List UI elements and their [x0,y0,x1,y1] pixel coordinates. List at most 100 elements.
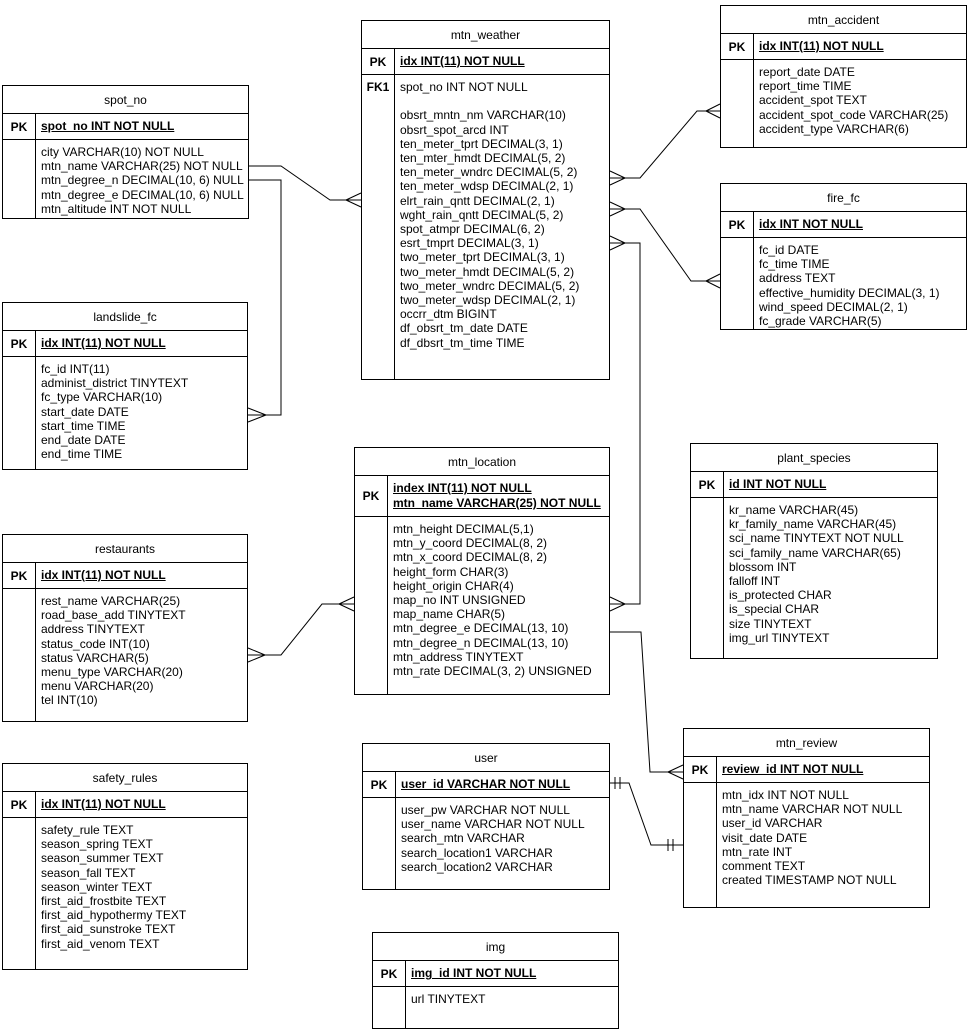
field-row: mtn_degree_e DECIMAL(10, 6) NULL [41,187,244,202]
field-row: occrr_dtm BIGINT [400,307,497,322]
entity-mtn_review[interactable]: mtn_review PK review_id INT NOT NULL mtn… [683,728,930,908]
pk-label: PK [3,792,36,818]
field-row: report_time TIME [759,79,852,94]
pk-label: PK [3,563,36,589]
field-row: address TINYTEXT [41,622,145,637]
field-row: ten_mter_hmdt DECIMAL(5, 2) [400,151,566,165]
field-row: wind_speed DECIMAL(2, 1) [759,299,908,314]
edge-spot_no-mtn_weather[interactable] [249,165,362,208]
fk-label [684,783,717,907]
field-row: spot_no INT NOT NULL [400,80,528,94]
field-row: first_aid_hypothermy TEXT [41,908,187,923]
field-row: report_date DATE [759,65,855,79]
entity-landslide_fc[interactable]: landslide_fc PK idx INT(11) NOT NULL fc_… [2,302,248,470]
field-row: road_base_add TINYTEXT [41,608,186,623]
pk-field: index INT(11) NOT NULL [393,481,532,495]
field-row: season_summer TEXT [41,851,164,866]
pk-field: idx INT(11) NOT NULL [400,54,525,68]
field-row: fc_time TIME [759,257,830,272]
field-row: address TEXT [759,271,836,286]
fk-label [355,517,388,694]
field-row: accident_type VARCHAR(6) [759,121,909,136]
field-row: ten_meter_wndrc DECIMAL(5, 2) [400,165,578,180]
edge-mtn_weather-fire_fc[interactable] [609,201,721,289]
fk-label: FK1 [362,75,395,379]
field-row: menu_type VARCHAR(20) [41,665,183,680]
field-row: height_origin CHAR(4) [393,578,514,593]
entity-user[interactable]: user PK user_id VARCHAR NOT NULL user_pw… [362,743,610,890]
field-row: two_meter_hmdt DECIMAL(5, 2) [400,264,575,279]
field-row: city VARCHAR(10) NOT NULL [41,145,204,159]
field-row: start_time TIME [41,418,126,433]
field-row: season_winter TEXT [41,879,153,894]
pk-label: PK [691,472,724,498]
entity-title: mtn_accident [721,6,966,34]
field-row: mtn_height DECIMAL(5,1) [393,522,534,536]
field-row: size TINYTEXT [729,616,812,631]
field-row: administ_district TINYTEXT [41,376,189,391]
entity-mtn_accident[interactable]: mtn_accident PK idx INT(11) NOT NULL rep… [720,5,967,148]
pk-label: PK [363,772,396,798]
field-row: falloff INT [729,574,781,589]
pk-label: PK [362,49,395,75]
field-row: df_dbsrt_tm_time TIME [400,335,525,350]
entity-title: mtn_location [355,448,609,476]
field-row: visit_date DATE [722,830,808,845]
edge-mtn_weather-mtn_location[interactable] [609,235,641,612]
field-row: kr_family_name VARCHAR(45) [729,517,897,532]
field-row: end_time TIME [41,447,123,462]
field-row: sci_family_name VARCHAR(65) [729,545,901,560]
edge-spot_no-landslide_fc[interactable] [247,179,282,423]
field-row: mtn_altitude INT NOT NULL [41,201,192,216]
entity-safety_rules[interactable]: safety_rules PK idx INT(11) NOT NULL saf… [2,763,248,970]
edge-user-mtn_review[interactable] [610,777,683,851]
fk-label [373,987,406,1028]
field-row [400,94,607,108]
entity-restaurants[interactable]: restaurants PK idx INT(11) NOT NULL rest… [2,534,248,722]
pk-field: review_id INT NOT NULL [722,762,864,776]
field-row: mtn_name VARCHAR(25) NOT NULL [41,159,243,174]
pk-field: idx INT(11) NOT NULL [41,797,166,811]
field-row: two_meter_wndrc DECIMAL(5, 2) [400,278,580,293]
entity-title: safety_rules [3,764,247,792]
field-row: tel INT(10) [41,693,98,708]
field-row: comment TEXT [722,859,806,874]
pk-label: PK [684,757,717,783]
fk-label [3,589,36,721]
field-row: is_special CHAR [729,602,820,617]
pk-label: PK [3,114,36,140]
field-row: start_date DATE [41,404,129,419]
field-row: search_location2 VARCHAR [401,859,553,874]
field-row: fc_grade VARCHAR(5) [759,314,882,329]
entity-plant_species[interactable]: plant_species PK id INT NOT NULL kr_name… [690,443,938,659]
field-row: url TINYTEXT [411,992,486,1006]
field-row: esrt_tmprt DECIMAL(3, 1) [400,236,539,251]
field-row: first_aid_sunstroke TEXT [41,922,176,937]
fk-label [3,140,36,218]
entity-mtn_weather[interactable]: mtn_weather PK idx INT(11) NOT NULL FK1 … [361,20,610,380]
entity-spot_no[interactable]: spot_no PK spot_no INT NOT NULL city VAR… [2,85,249,219]
pk-label: PK [721,212,754,238]
field-row: mtn_rate DECIMAL(3, 2) UNSIGNED [393,664,592,679]
entity-img[interactable]: img PK img_id INT NOT NULL url TINYTEXT [372,932,619,1029]
field-row: two_meter_tprt DECIMAL(3, 1) [400,250,565,265]
edge-restaurants-mtn_location[interactable] [247,596,355,663]
field-row: sci_name TINYTEXT NOT NULL [729,531,904,546]
edge-mtn_weather-mtn_accident[interactable] [609,103,721,186]
field-row: mtn_degree_n DECIMAL(10, 6) NULL [41,173,244,188]
field-row: height_form CHAR(3) [393,564,509,579]
pk-field: id INT NOT NULL [729,477,827,491]
field-row: mtn_rate INT [722,844,793,859]
field-row: status_code INT(10) [41,636,150,651]
field-row: ten_meter_tprt DECIMAL(3, 1) [400,136,563,151]
field-row: mtn_y_coord DECIMAL(8, 2) [393,536,548,551]
fk-label [691,498,724,658]
field-row: obsrt_mntn_nm VARCHAR(10) [400,108,566,123]
field-row: mtn_x_coord DECIMAL(8, 2) [393,550,548,565]
edge-mtn_location-mtn_review[interactable] [610,631,684,780]
field-row: img_url TINYTEXT [729,630,830,645]
